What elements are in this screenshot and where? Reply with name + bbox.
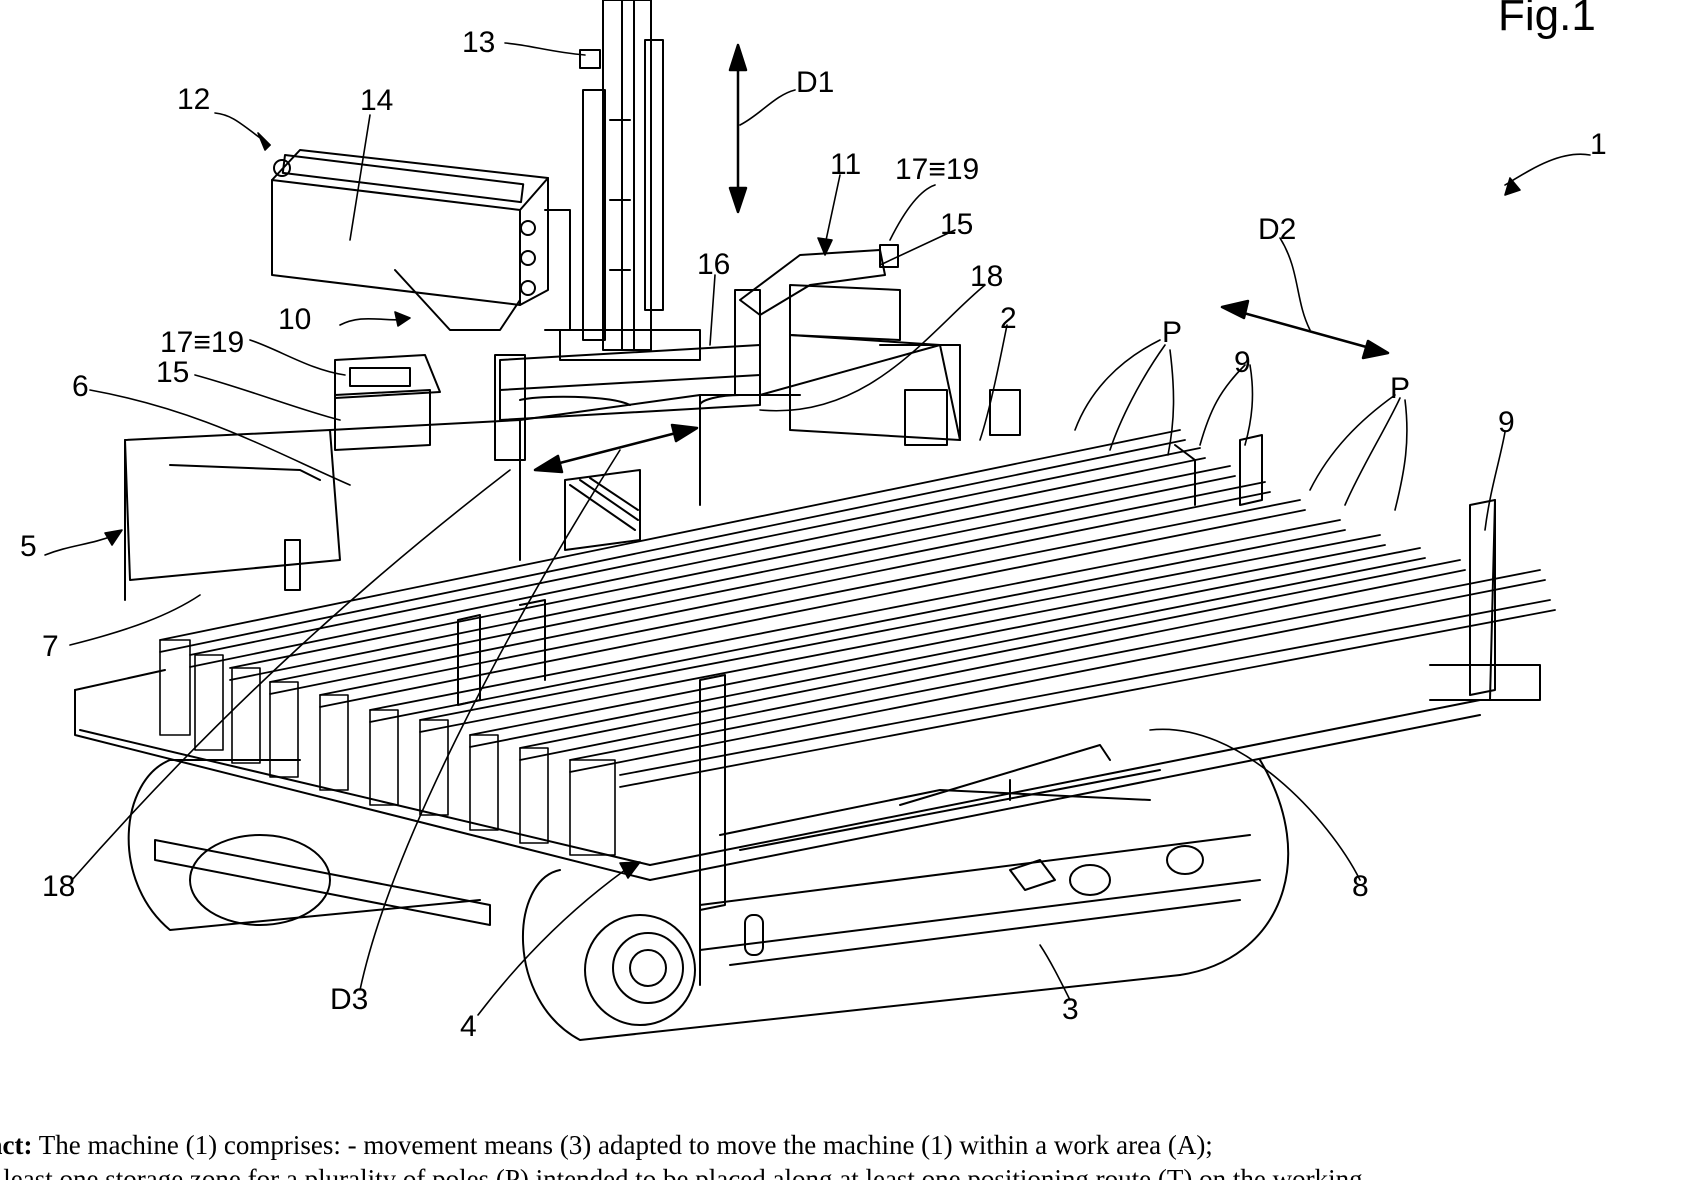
reference-label-17a: 17≡19 — [895, 155, 979, 185]
reference-label-3: 3 — [1062, 995, 1079, 1025]
reference-label-15a: 15 — [940, 210, 973, 240]
reference-label-pa: P — [1162, 318, 1182, 348]
traverse-beam — [495, 345, 760, 460]
reference-label-11: 11 — [830, 150, 861, 180]
reference-label-6: 6 — [72, 372, 89, 402]
abstract-heading: act: — [0, 1130, 32, 1160]
reference-label-7: 7 — [42, 632, 59, 662]
abstract-text: act: The machine (1) comprises: - moveme… — [0, 1126, 1691, 1180]
tracks — [129, 760, 1289, 1040]
reference-label-8: 8 — [1352, 872, 1369, 902]
reference-label-5: 5 — [20, 532, 37, 562]
reference-label-9b: 9 — [1498, 408, 1515, 438]
figure-title: Fig.1 — [1498, 0, 1596, 38]
reference-label-18b: 18 — [42, 872, 75, 902]
abstract-line-1-text: The machine (1) comprises: - movement me… — [32, 1130, 1212, 1160]
reference-label-14: 14 — [360, 86, 393, 116]
reference-label-13: 13 — [462, 28, 495, 58]
reference-label-d1: D1 — [796, 68, 834, 98]
platform-frame — [75, 665, 1540, 880]
reference-label-1: 1 — [1590, 130, 1607, 160]
reference-label-pb: P — [1390, 374, 1410, 404]
reference-label-d3: D3 — [330, 985, 368, 1015]
reference-label-d2: D2 — [1258, 215, 1296, 245]
reference-label-16: 16 — [697, 250, 730, 280]
reference-label-9a: 9 — [1234, 348, 1251, 378]
reference-label-17b: 17≡19 — [160, 328, 244, 358]
gripper-head — [272, 150, 570, 330]
reference-label-10: 10 — [278, 305, 311, 335]
reference-label-18a: 18 — [970, 262, 1003, 292]
reference-label-2: 2 — [1000, 304, 1017, 334]
chassis-body — [125, 345, 1020, 600]
pole-ends — [160, 640, 615, 855]
reference-label-12: 12 — [177, 85, 210, 115]
left-carriage — [335, 355, 440, 450]
abstract-line-2: t least one storage zone for a plurality… — [0, 1160, 1363, 1180]
reference-label-15b: 15 — [156, 358, 189, 388]
reference-label-4: 4 — [460, 1012, 477, 1042]
